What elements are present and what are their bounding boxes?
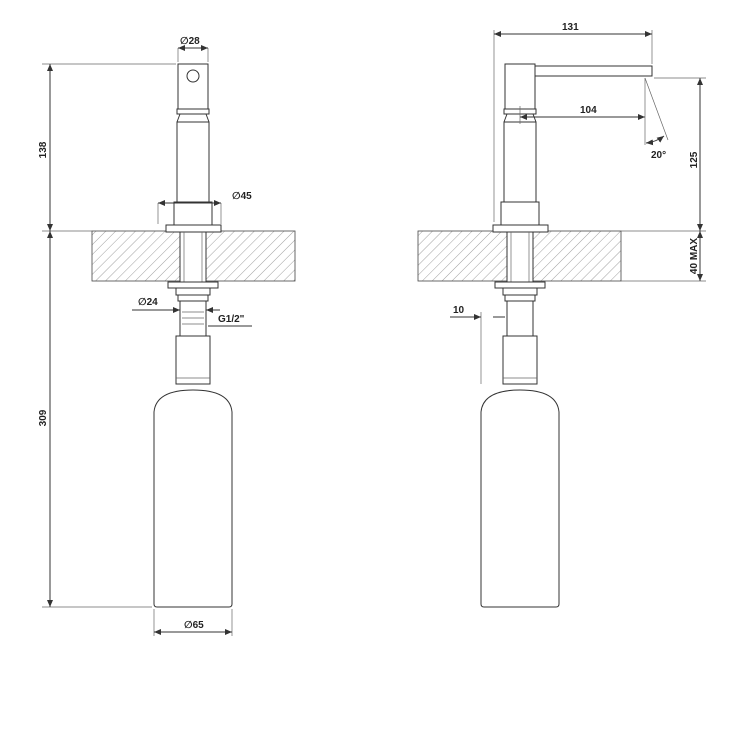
dim-lower-height: 309	[38, 409, 49, 426]
dim-spout-height: 125	[689, 151, 700, 168]
pump-head-side	[504, 63, 536, 111]
side-view: 131 104 20° 125 40 MAX 10	[417, 22, 706, 608]
nozzle-opening	[186, 69, 200, 83]
thread-stem-front	[179, 300, 207, 337]
bottle-neck-side	[502, 335, 538, 385]
pump-head-front	[177, 63, 209, 111]
body-tube-side	[503, 121, 537, 203]
dim-thread: G1/2"	[218, 314, 245, 325]
dim-spout-angle: 20°	[651, 150, 666, 161]
dim-bottle-diameter: ∅65	[184, 620, 204, 631]
dim-flange-diameter: ∅45	[232, 191, 252, 202]
dim-shank-diameter: ∅24	[138, 297, 158, 308]
flange-side	[492, 224, 549, 233]
lock-nut-side	[494, 281, 546, 289]
front-view: ∅28 138 ∅45 309 ∅24 G1/2" ∅65	[38, 36, 296, 636]
dim-offset: 10	[453, 305, 465, 316]
thread-stem-side	[506, 300, 534, 337]
bottle-side	[480, 389, 560, 608]
dim-upper-height: 138	[38, 141, 49, 158]
dim-overall-width: 131	[562, 22, 579, 33]
lock-nut-front	[167, 281, 219, 289]
bottle-front	[153, 389, 233, 608]
bottle-neck-front	[175, 335, 211, 385]
dim-max-thickness: 40 MAX	[689, 238, 700, 274]
dim-top-diameter: ∅28	[180, 36, 200, 47]
body-tube-front	[176, 121, 210, 203]
head-ring	[176, 108, 210, 115]
dim-spout-reach: 104	[580, 105, 597, 116]
spout-side	[534, 65, 653, 77]
flange-front	[165, 224, 222, 233]
